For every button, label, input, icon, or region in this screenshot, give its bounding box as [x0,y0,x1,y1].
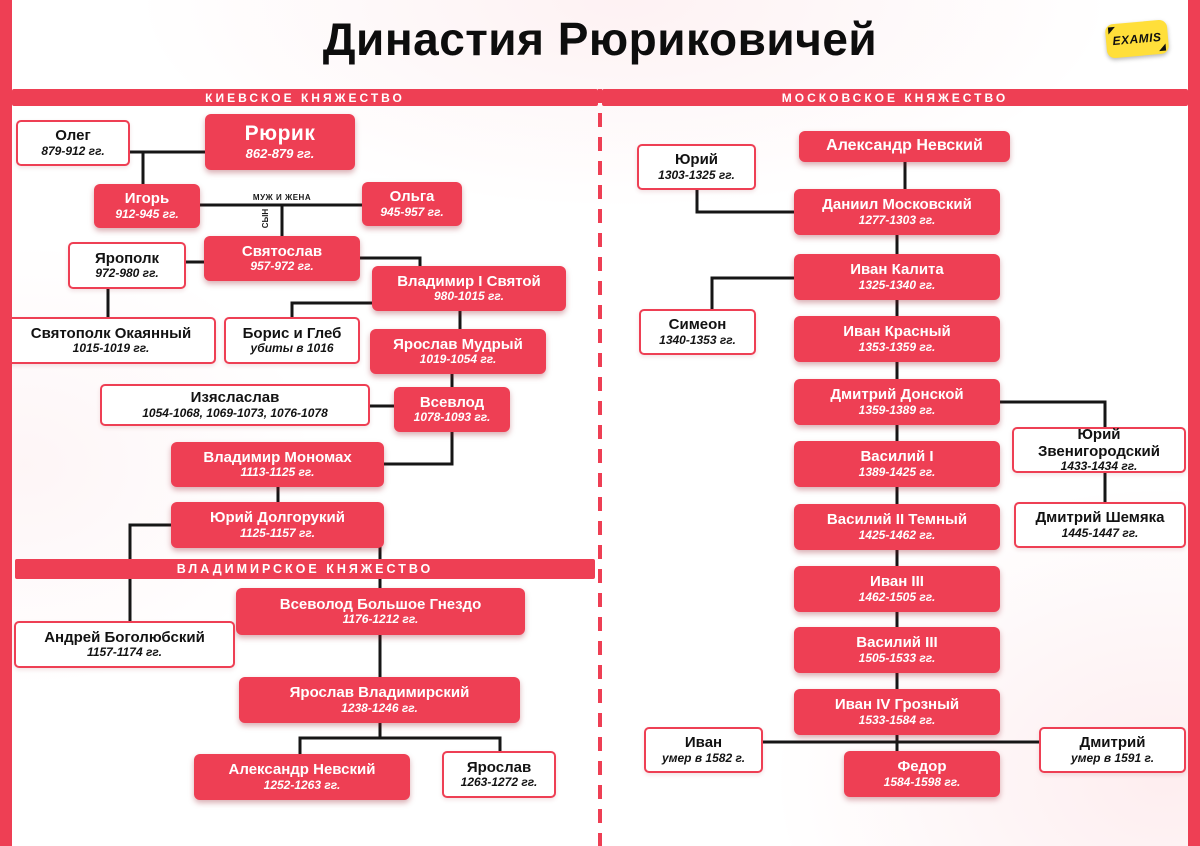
node-boris-i-gleb: Борис и Глеб убиты в 1016 [224,317,360,364]
node-andrey-bogolyubsky: Андрей Боголюбский 1157-1174 гг. [14,621,235,668]
section-divider-dashed [598,89,602,846]
node-yaroslav-mudry: Ярослав Мудрый 1019-1054 гг. [370,329,546,374]
section-header-moscow: МОСКОВСКОЕ КНЯЖЕСТВО [602,89,1188,106]
node-oleg: Олег 879-912 гг. [16,120,130,166]
node-ivan-4-grozny: Иван IV Грозный 1533-1584 гг. [794,689,1000,735]
node-izyaslav: Изясласлав 1054-1068, 1069-1073, 1076-10… [100,384,370,426]
node-ivan-kalita: Иван Калита 1325-1340 гг. [794,254,1000,300]
node-dmitry-uglichsky: Дмитрий умер в 1591 г. [1039,727,1186,773]
node-igor: Игорь 912-945 гг. [94,184,200,228]
node-dmitry-donskoy: Дмитрий Донской 1359-1389 гг. [794,379,1000,425]
node-daniil-moskovsky: Даниил Московский 1277-1303 гг. [794,189,1000,235]
node-dmitry-shemyaka: Дмитрий Шемяка 1445-1447 гг. [1014,502,1186,548]
node-ivan-3: Иван III 1462-1505 гг. [794,566,1000,612]
node-aleksandr-nevsky: Александр Невский 1252-1263 гг. [194,754,410,800]
node-yury-zvenigorodsky: Юрий Звенигородский 1433-1434 гг. [1012,426,1186,473]
node-olga: Ольга 945-957 гг. [362,182,462,226]
node-yury-dolgoruky: Юрий Долгорукий 1125-1157 гг. [171,502,384,548]
node-vasily-3: Василий III 1505-1533 гг. [794,627,1000,673]
node-ivan-son: Иван умер в 1582 г. [644,727,763,773]
node-vasily-2-temny: Василий II Темный 1425-1462 гг. [794,504,1000,550]
node-fedor: Федор 1584-1598 гг. [844,751,1000,797]
section-header-kiev: КИЕВСКОЕ КНЯЖЕСТВО [12,89,598,106]
node-rurik: Рюрик 862-879 гг. [205,114,355,170]
moscow-connectors [695,160,1107,753]
node-vladimir-1-svyatoy: Владимир I Святой 980-1015 гг. [372,266,566,311]
node-svyatoslav: Святослав 957-972 гг. [204,236,360,281]
node-yaroslav-vladimirsky: Ярослав Владимирский 1238-1246 гг. [239,677,520,723]
section-header-vladimir: ВЛАДИМИРСКОЕ КНЯЖЕСТВО [15,559,595,579]
examis-logo: EXAMIS [1104,19,1170,59]
edge-label-spouse: МУЖ И ЖЕНА [252,193,312,202]
kiev-connectors [106,150,502,756]
node-aleksandr-nevsky-head: Александр Невский [799,131,1010,162]
page-title: Династия Рюриковичей [322,13,878,65]
right-edge-stripe [1188,0,1200,846]
node-yaropolk: Ярополк 972-980 гг. [68,242,186,289]
node-svyatopolk: Святополк Окаянный 1015-1019 гг. [6,317,216,364]
node-vladimir-monomakh: Владимир Мономах 1113-1125 гг. [171,442,384,487]
left-edge-stripe [0,0,12,846]
node-vsevolod: Всевлод 1078-1093 гг. [394,387,510,432]
node-ivan-krasny: Иван Красный 1353-1359 гг. [794,316,1000,362]
node-yury-moskovsky: Юрий 1303-1325 гг. [637,144,756,190]
node-vsevolod-bolshoe-gnezdo: Всеволод Большое Гнездо 1176-1212 гг. [236,588,525,635]
node-vasily-1: Василий I 1389-1425 гг. [794,441,1000,487]
edge-label-son: СЫН [261,208,271,229]
node-simeon: Симеон 1340-1353 гг. [639,309,756,355]
node-yaroslav-2: Ярослав 1263-1272 гг. [442,751,556,798]
